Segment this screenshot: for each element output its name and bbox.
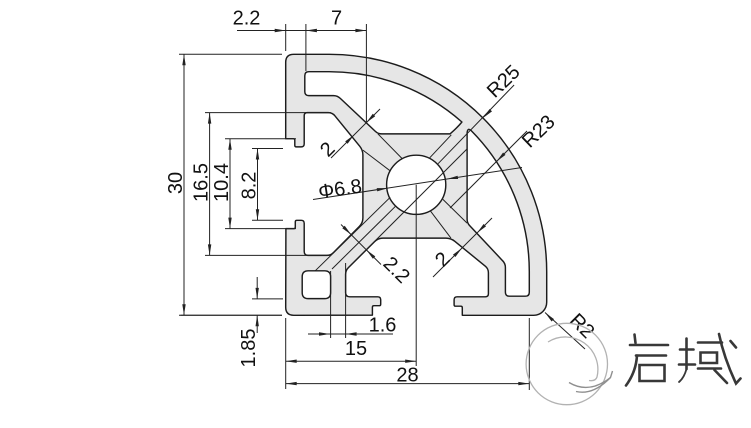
svg-text:28: 28 [396, 365, 418, 387]
svg-text:15: 15 [345, 338, 367, 360]
svg-text:8.2: 8.2 [239, 172, 261, 200]
svg-text:1.6: 1.6 [369, 315, 397, 337]
svg-text:7: 7 [331, 8, 342, 30]
svg-text:16.5: 16.5 [191, 163, 213, 202]
svg-text:1.85: 1.85 [238, 329, 260, 368]
svg-text:30: 30 [165, 172, 187, 194]
svg-text:10.4: 10.4 [211, 163, 233, 202]
svg-text:2.2: 2.2 [233, 8, 261, 30]
